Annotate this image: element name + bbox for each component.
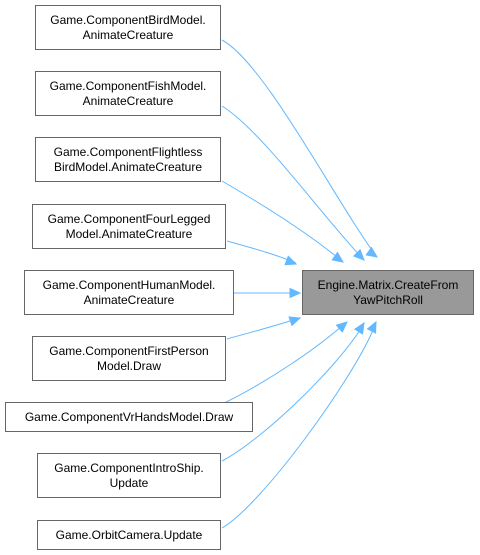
edge-flightless-to-target: [221, 180, 344, 263]
node-componentvrhandsmodel-draw[interactable]: Game.ComponentVrHandsModel.Draw: [5, 402, 253, 432]
node-componentfirstpersonmodel-draw[interactable]: Game.ComponentFirstPerson Model.Draw: [32, 336, 226, 381]
node-componentflightlessbirdmodel-animatecreature[interactable]: Game.ComponentFlightless BirdModel.Anima…: [35, 137, 221, 182]
node-label-line-1: Engine.Matrix.CreateFrom: [317, 277, 459, 292]
edge-arrowhead: [284, 255, 298, 266]
node-label-line-2: AnimateCreature: [82, 93, 174, 108]
edge-bird-to-target: [221, 39, 378, 258]
edge-fish-to-target: [221, 105, 365, 261]
node-label-line-1: Game.ComponentIntroShip.: [54, 460, 204, 475]
node-label-line-2: BirdModel.AnimateCreature: [53, 159, 203, 174]
edge-vrhands-to-target: [221, 321, 348, 405]
node-label-line-1: Game.ComponentVrHandsModel.Draw: [24, 409, 234, 424]
node-componentfourleggedmodel-animatecreature[interactable]: Game.ComponentFourLegged Model.AnimateCr…: [32, 204, 226, 249]
node-componenthumanmodel-animatecreature[interactable]: Game.ComponentHumanModel. AnimateCreatur…: [24, 270, 234, 315]
edge-arrowhead: [366, 320, 377, 334]
node-label-line-1: Game.ComponentBirdModel.: [50, 12, 206, 27]
node-label-line-1: Game.OrbitCamera.Update: [55, 527, 203, 542]
edge-arrowhead: [365, 246, 378, 258]
node-label-line-2: Model.AnimateCreature: [65, 226, 193, 241]
edge-arrowhead: [335, 321, 348, 333]
node-label-line-2: YawPitchRoll: [353, 292, 423, 307]
edge-firstperson-to-target: [226, 316, 302, 340]
node-label-line-2: AnimateCreature: [83, 292, 175, 307]
edge-introship-to-target: [221, 321, 365, 462]
edge-human-to-target: [234, 287, 302, 299]
edge-fourlegged-to-target: [226, 240, 298, 266]
node-label-line-2: Update: [109, 475, 149, 490]
edge-arrowhead: [353, 321, 365, 335]
node-label-line-2: Model.Draw: [96, 358, 162, 373]
node-orbitcamera-update[interactable]: Game.OrbitCamera.Update: [37, 520, 221, 550]
node-label-line-1: Game.ComponentFlightless: [53, 144, 203, 159]
node-componentintroship-update[interactable]: Game.ComponentIntroShip. Update: [37, 453, 221, 498]
node-label-line-1: Game.ComponentFishModel.: [49, 78, 207, 93]
edge-arrowhead: [331, 251, 344, 263]
node-componentfishmodel-animatecreature[interactable]: Game.ComponentFishModel. AnimateCreature: [35, 71, 221, 116]
node-label-line-1: Game.ComponentFourLegged: [47, 211, 211, 226]
edge-arrowhead: [289, 287, 302, 299]
edge-arrowhead: [352, 248, 365, 261]
node-label-line-1: Game.ComponentFirstPerson: [49, 343, 209, 358]
edge-arrowhead: [288, 316, 302, 327]
node-componentbirdmodel-animatecreature[interactable]: Game.ComponentBirdModel. AnimateCreature: [35, 5, 221, 50]
node-label-line-1: Game.ComponentHumanModel.: [42, 277, 216, 292]
node-label-line-2: AnimateCreature: [82, 27, 174, 42]
edge-orbit-to-target: [221, 320, 377, 529]
node-engine-matrix-createfromyawpitchroll[interactable]: Engine.Matrix.CreateFrom YawPitchRoll: [302, 270, 474, 315]
